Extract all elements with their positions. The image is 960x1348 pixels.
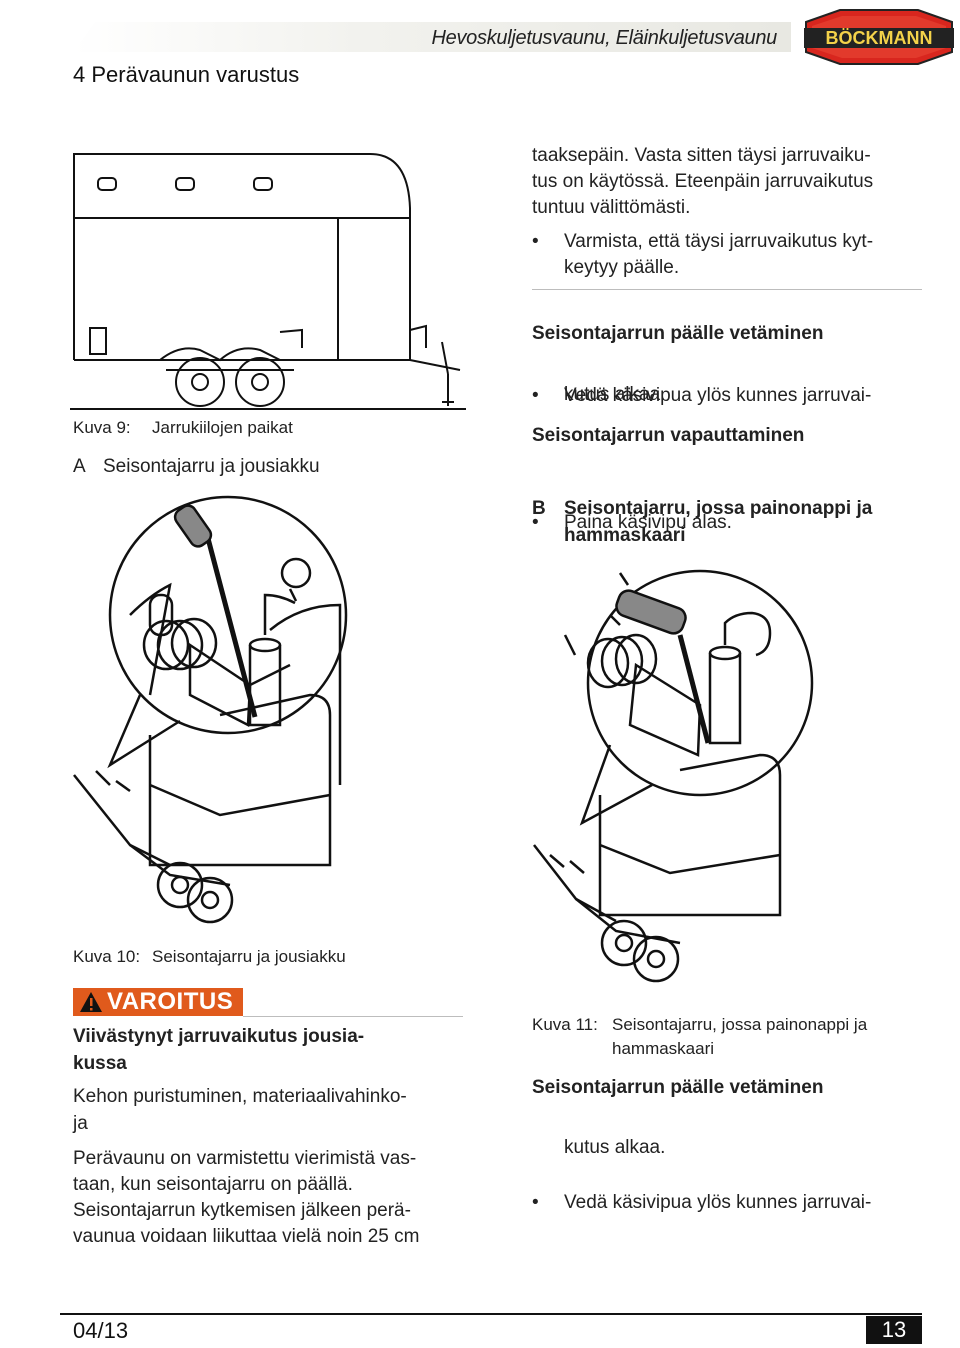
- intro-line: tus on käytössä. Eteenpäin jarruvaikutus: [532, 171, 874, 192]
- figure-11-push-button-brake: [533, 569, 814, 983]
- warning-body-line: taan, kun seisontajarru on päällä.: [73, 1174, 353, 1195]
- warning-rule: [243, 1016, 463, 1017]
- intro-line: tuntuu välittömästi.: [532, 197, 691, 218]
- bullet-verify-line2: keytyy päälle.: [564, 257, 680, 278]
- footer-rule: [60, 1313, 922, 1315]
- svg-text:BÖCKMANN: BÖCKMANN: [826, 28, 933, 48]
- bockmann-logo: BÖCKMANN: [804, 9, 954, 65]
- header-band: [73, 22, 791, 52]
- figure-9-trailer-side-view: [70, 153, 466, 410]
- bullet-pull-lever-2-line1: Vedä käsivipua ylös kunnes jarruvai-: [532, 1189, 960, 1216]
- figure-10-spring-brake: [73, 495, 348, 924]
- fig9-caption-text: Jarrukiilojen paikat: [152, 418, 293, 437]
- warning-badge: VAROITUS: [73, 988, 243, 1016]
- fig9-item-text: Seisontajarru ja jousiakku: [103, 456, 320, 477]
- fig10-caption-text: Seisontajarru ja jousiakku: [152, 947, 346, 966]
- page-number: 13: [866, 1316, 922, 1344]
- warning-triangle-icon: [80, 992, 102, 1012]
- warning-title-line1: Viivästynyt jarruvaikutus jousia-: [73, 1026, 365, 1047]
- section-rule: [532, 289, 922, 290]
- footer-date: 04/13: [73, 1318, 129, 1343]
- warning-title-line2: kussa: [73, 1053, 127, 1074]
- fig11-caption-line2: hammaskaari: [612, 1039, 715, 1058]
- item-b-line2: hammaskaari: [564, 525, 686, 546]
- fig9-item-letter: A: [73, 456, 86, 477]
- bullet-verify-line1: Varmista, että täysi jarruvaikutus kyt-: [532, 228, 960, 255]
- intro-line: taaksepäin. Vasta sitten täysi jarruvaik…: [532, 145, 871, 166]
- bullet-push-lever: Paina käsivipu alas.: [532, 509, 960, 536]
- bullet-pull-lever-line1: Vedä käsivipua ylös kunnes jarruvai-: [532, 382, 960, 409]
- heading-apply-brake-2: Seisontajarrun päälle vetäminen: [532, 1077, 824, 1098]
- document-title: Hevoskuljetusvaunu, Eläinkuljetusvaunu: [431, 27, 778, 49]
- warning-body-line: vaunua voidaan liikuttaa vielä noin 25 c…: [73, 1226, 420, 1247]
- warning-label: VAROITUS: [107, 988, 234, 1015]
- fig9-caption-label: Kuva 9:: [73, 418, 131, 437]
- bullet-pull-lever-line2: kutus alkaa.: [564, 384, 666, 405]
- item-b-letter: B: [532, 498, 546, 519]
- item-b-line1: Seisontajarru, jossa painonappi ja: [564, 498, 873, 519]
- fig11-caption-label: Kuva 11:: [532, 1015, 598, 1034]
- fig11-caption-line1: Seisontajarru, jossa painonappi ja: [612, 1015, 868, 1034]
- warning-consequence-line1: Kehon puristuminen, materiaalivahinko-: [73, 1086, 407, 1107]
- warning-body-line: Seisontajarrun kytkemisen jälkeen perä-: [73, 1200, 411, 1221]
- chapter-heading: 4 Perävaunun varustus: [73, 62, 300, 87]
- heading-release-brake: Seisontajarrun vapauttaminen: [532, 425, 805, 446]
- bullet-pull-lever-2-line2: kutus alkaa.: [564, 1137, 666, 1158]
- warning-consequence-line2: ja: [73, 1113, 88, 1134]
- warning-body-line: Perävaunu on varmistettu vierimistä vas-: [73, 1148, 417, 1169]
- fig10-caption-label: Kuva 10:: [73, 947, 141, 966]
- heading-apply-brake: Seisontajarrun päälle vetäminen: [532, 323, 824, 344]
